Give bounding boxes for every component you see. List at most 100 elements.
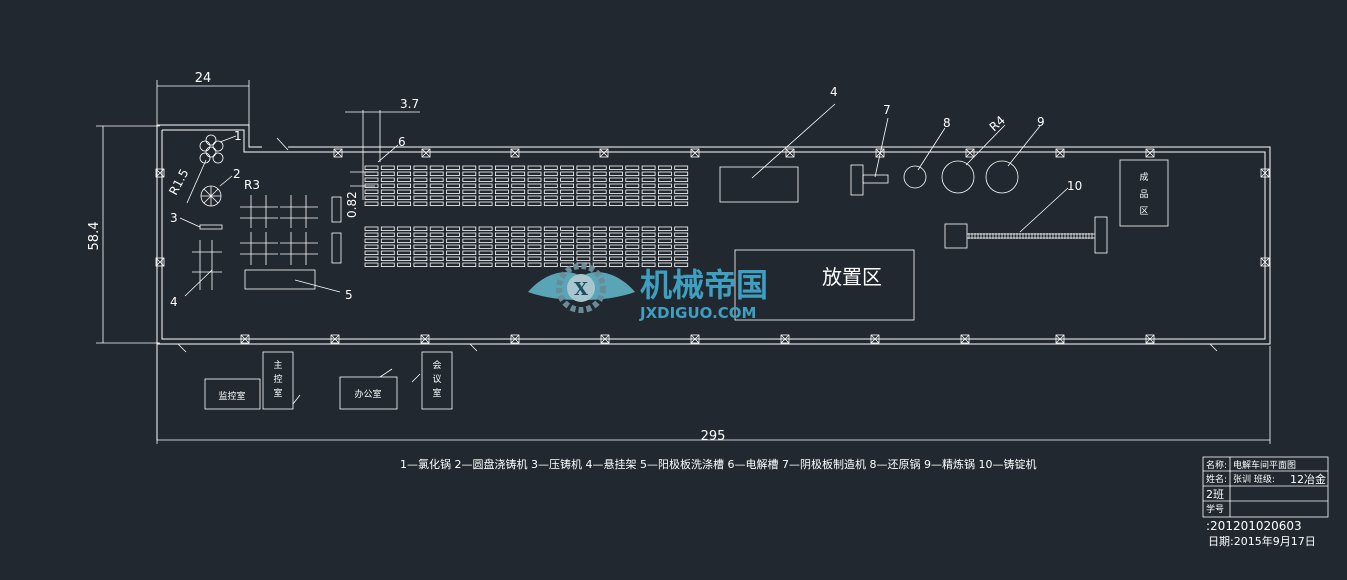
electrolysis-cell	[592, 201, 607, 206]
electrolysis-cell	[576, 183, 591, 188]
electrolysis-cell	[543, 171, 558, 176]
electrolysis-cell	[511, 183, 526, 188]
electrolysis-cell	[674, 238, 689, 243]
electrolysis-cell	[397, 226, 412, 231]
electrolysis-cell	[674, 201, 689, 206]
electrolysis-cell	[609, 183, 623, 188]
electrolysis-cell	[429, 226, 444, 231]
electrolysis-cell	[658, 262, 672, 267]
electrolysis-cell	[592, 177, 607, 182]
electrolysis-cell	[511, 189, 526, 194]
electrolysis-cell	[527, 244, 542, 249]
electrolysis-cell	[413, 244, 428, 249]
label-2: 2	[233, 167, 241, 181]
electrolysis-cell	[462, 250, 477, 255]
electrolysis-cell	[560, 165, 574, 170]
electrolysis-cell	[674, 171, 689, 176]
electrolysis-cell	[592, 262, 607, 267]
electrolysis-cell	[478, 232, 493, 237]
electrolysis-cell	[429, 171, 444, 176]
dimension-width-label: 24	[195, 71, 212, 86]
electrolysis-cell	[674, 183, 689, 188]
electrolysis-cell	[560, 177, 574, 182]
column-marker	[421, 148, 431, 158]
electrolysis-cell	[446, 201, 460, 206]
electrolysis-cell	[625, 256, 640, 261]
electrolysis-cell	[543, 244, 558, 249]
electrolysis-cell	[560, 195, 574, 200]
electrolysis-cell	[494, 171, 509, 176]
radius-r15: R1.5	[166, 167, 191, 198]
electrolysis-cell	[641, 256, 656, 261]
electrolysis-cell	[429, 244, 444, 249]
electrolysis-cell	[674, 262, 689, 267]
electrolysis-cell	[446, 244, 460, 249]
main-control-room: 主 控 室	[262, 351, 301, 410]
hanging-rack-left: 4	[170, 240, 222, 309]
electrolysis-cell	[413, 256, 428, 261]
electrolysis-cell	[446, 189, 460, 194]
electrolysis-cell	[609, 226, 623, 231]
electrolysis-cell	[576, 195, 591, 200]
electrolysis-cell	[527, 195, 542, 200]
label-4a: 4	[170, 295, 178, 309]
electrolysis-cell	[429, 201, 444, 206]
electrolysis-cell	[429, 238, 444, 243]
office-room-label: 办公室	[354, 388, 381, 400]
label-7: 7	[883, 103, 891, 117]
electrolysis-cell	[429, 183, 444, 188]
dimension-spacing-label: 0.82	[345, 191, 359, 218]
electrolysis-cell	[625, 171, 640, 176]
electrolysis-cell	[511, 232, 526, 237]
electrolysis-cell	[478, 238, 493, 243]
electrolysis-cell	[446, 250, 460, 255]
electrolysis-cell	[494, 250, 509, 255]
electrolysis-cell	[380, 238, 395, 243]
meeting-char-1: 会	[432, 359, 441, 371]
electrolysis-cell	[380, 177, 395, 182]
refining-pots: R4 9	[941, 113, 1045, 194]
label-6: 6	[398, 135, 406, 149]
electrolysis-cell	[625, 189, 640, 194]
electrolysis-cell	[364, 238, 379, 243]
electrolysis-cell	[625, 262, 640, 267]
electrolysis-cell	[641, 177, 656, 182]
electrolysis-cell	[380, 262, 395, 267]
electrolysis-cell	[560, 262, 574, 267]
electrolysis-cell	[397, 177, 412, 182]
finished-area-char-2: 品	[1139, 189, 1148, 200]
electrolysis-cell	[462, 177, 477, 182]
electrolysis-cell	[494, 226, 509, 231]
electrolysis-cell	[527, 183, 542, 188]
electrolysis-cell	[576, 165, 591, 170]
electrolysis-cell	[576, 244, 591, 249]
electrolysis-cell	[641, 250, 656, 255]
electrolysis-cell	[543, 165, 558, 170]
electrolysis-cell	[511, 262, 526, 267]
electrolysis-cell	[658, 183, 672, 188]
electrolysis-cell	[364, 250, 379, 255]
electrolysis-cell	[658, 177, 672, 182]
column-marker	[1260, 168, 1270, 178]
electrolysis-cell	[576, 238, 591, 243]
electrolysis-cell	[592, 165, 607, 170]
electrolysis-cell	[413, 183, 428, 188]
electrolysis-cell	[560, 244, 574, 249]
electrolysis-cell	[462, 171, 477, 176]
label-5: 5	[345, 288, 353, 302]
electrolysis-cell	[413, 177, 428, 182]
electrolysis-cell	[674, 250, 689, 255]
dimension-length-label: 295	[701, 429, 726, 444]
title-row1-label: 名称:	[1206, 459, 1227, 471]
electrolysis-cell	[413, 171, 428, 176]
electrolysis-cell	[446, 183, 460, 188]
electrolysis-cell	[543, 177, 558, 182]
electrolysis-cell	[527, 250, 542, 255]
finished-area-char-3: 区	[1139, 206, 1148, 217]
label-10: 10	[1067, 179, 1082, 193]
chlorination-pots: 1	[199, 129, 242, 164]
electrolysis-cell	[527, 201, 542, 206]
electrolysis-cell	[609, 177, 623, 182]
watermark-cn: 机械帝国	[640, 266, 768, 304]
electrolysis-cell	[658, 232, 672, 237]
